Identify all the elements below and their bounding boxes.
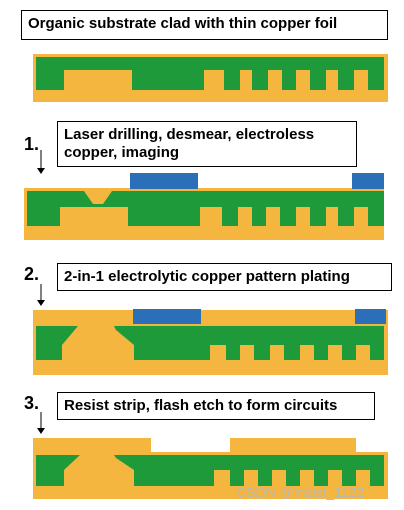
title-text: Organic substrate clad with thin copper …: [28, 15, 338, 32]
watermark-text: CSDN @Insist_1122: [236, 484, 365, 500]
step-2-text: 2-in-1 electrolytic copper pattern plati…: [64, 268, 350, 285]
step-1-number: 1.: [24, 134, 40, 154]
title-box: Organic substrate clad with thin copper …: [21, 10, 388, 40]
stage-1-cross-section: [24, 173, 384, 240]
step-3-number: 3.: [24, 393, 40, 413]
stage-3-cross-section: [33, 438, 388, 499]
step-3-arrow: [37, 412, 45, 434]
step-2-number: 2.: [24, 264, 40, 284]
step-2-box: 2-in-1 electrolytic copper pattern plati…: [57, 263, 392, 291]
step-2-arrow: [37, 284, 45, 306]
stage-2-cross-section: [33, 309, 388, 375]
step-3-text: Resist strip, flash etch to form circuit…: [64, 397, 338, 414]
step-3-box: Resist strip, flash etch to form circuit…: [57, 392, 375, 420]
stage-0-cross-section: [33, 54, 388, 102]
step-1-box: Laser drilling, desmear, electroless cop…: [57, 121, 357, 167]
step-1-arrow: [37, 150, 45, 174]
step-1-text: Laser drilling, desmear, electroless cop…: [64, 126, 315, 161]
